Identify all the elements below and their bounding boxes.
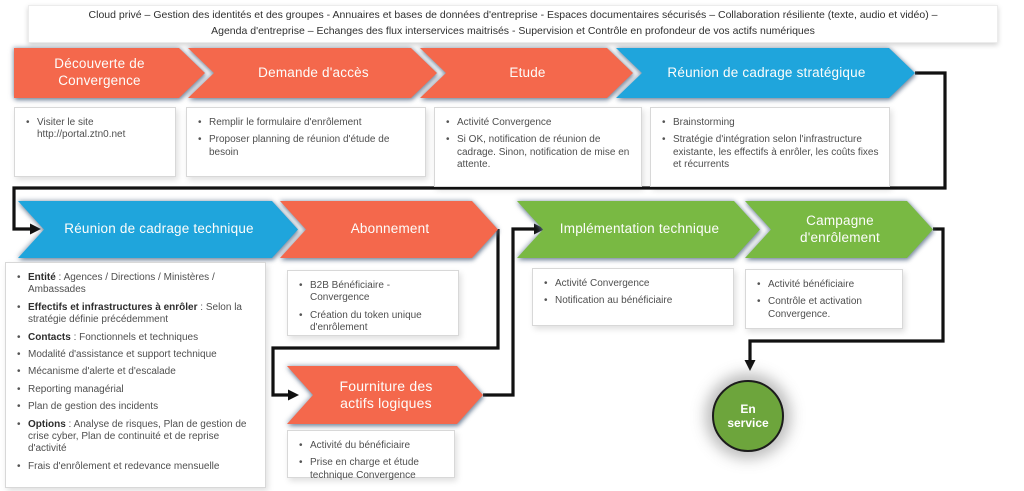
note-study: Activité Convergence Si OK, notification… [434, 107, 642, 187]
note-enrollment-campaign: Activité bénéficiaire Contrôle et activa… [745, 269, 903, 329]
service-description-banner: Cloud privé – Gestion des identités et d… [28, 5, 998, 43]
step-access-request: Demande d'accès [188, 48, 437, 98]
end-state-in-service: En service [712, 380, 784, 452]
note-item: Activité bénéficiaire [754, 279, 896, 292]
step-implementation: Implémentation technique [517, 201, 760, 258]
note-implementation: Activité Convergence Notification au bén… [532, 268, 734, 326]
note-item: Effectifs et infrastructures à enrôler :… [14, 302, 259, 327]
note-access-request: Remplir le formulaire d'enrôlement Propo… [186, 107, 426, 177]
step-technical-meeting-label: Réunion de cadrage technique [64, 221, 254, 237]
banner-line-1: Cloud privé – Gestion des identités et d… [88, 9, 938, 22]
note-item: Brainstorming [659, 117, 883, 130]
note-item: Si OK, notification de réunion de cadrag… [443, 134, 635, 171]
note-item: Entité : Agences / Directions / Ministèr… [14, 272, 259, 297]
note-item: Options : Analyse de risques, Plan de ge… [14, 419, 259, 456]
note-item: Stratégie d'intégration selon l'infrastr… [659, 134, 883, 171]
step-discovery-label: Découverte de Convergence [54, 56, 145, 88]
end-state-label: En service [727, 401, 769, 430]
step-subscription-label: Abonnement [350, 221, 430, 237]
note-item: Modalité d'assistance et support techniq… [14, 349, 259, 362]
note-item: Frais d'enrôlement et redevance mensuell… [14, 461, 259, 474]
step-subscription: Abonnement [280, 201, 498, 258]
note-discovery: Visiter le site http://portal.ztn0.net [14, 107, 176, 177]
note-item: Visiter le site http://portal.ztn0.net [23, 117, 169, 142]
note-item: Activité du bénéficiaire [296, 440, 448, 453]
step-enrollment-campaign-label: Campagne d'enrôlement [799, 212, 881, 245]
note-item: Plan de gestion des incidents [14, 401, 259, 414]
step-access-request-label: Demande d'accès [258, 64, 369, 80]
step-enrollment-campaign: Campagne d'enrôlement [745, 201, 933, 258]
connector-campaign-to-in-service-arrowhead [744, 360, 756, 371]
note-item: Contacts : Fonctionnels et techniques [14, 332, 259, 345]
note-logical-assets: Activité du bénéficiaire Prise en charge… [287, 430, 455, 481]
step-discovery: Découverte de Convergence [14, 48, 205, 98]
note-item: Création du token unique d'enrôlement [296, 310, 452, 335]
step-strategic-meeting-label: Réunion de cadrage stratégique [667, 64, 866, 80]
note-item: Mécanisme d'alerte et d'escalade [14, 366, 259, 379]
note-item: Contrôle et activation Convergence. [754, 296, 896, 321]
note-item: Prise en charge et étude technique Conve… [296, 457, 448, 482]
note-subscription: B2B Bénéficiaire - Convergence Création … [287, 270, 459, 336]
step-technical-meeting: Réunion de cadrage technique [18, 201, 298, 258]
note-item: Activité Convergence [541, 278, 727, 291]
note-strategic-meeting: Brainstorming Stratégie d'intégration se… [650, 107, 890, 187]
step-logical-assets: Fourniture des actifs logiques [287, 366, 483, 424]
note-technical-meeting: Entité : Agences / Directions / Ministèr… [5, 262, 266, 488]
note-item: Proposer planning de réunion d'étude de … [195, 134, 419, 159]
banner-line-2: Agenda d'entreprise – Echanges des flux … [211, 25, 815, 37]
note-item: B2B Bénéficiaire - Convergence [296, 280, 452, 305]
note-item: Remplir le formulaire d'enrôlement [195, 117, 419, 130]
step-logical-assets-label: Fourniture des actifs logiques [339, 377, 433, 411]
note-item: Activité Convergence [443, 117, 635, 130]
step-strategic-meeting: Réunion de cadrage stratégique [616, 48, 915, 98]
note-item: Notification au bénéficiaire [541, 295, 727, 308]
step-study: Etude [420, 48, 633, 98]
step-study-label: Etude [509, 64, 546, 80]
note-item: Reporting managérial [14, 384, 259, 397]
step-implementation-label: Implémentation technique [559, 221, 720, 237]
